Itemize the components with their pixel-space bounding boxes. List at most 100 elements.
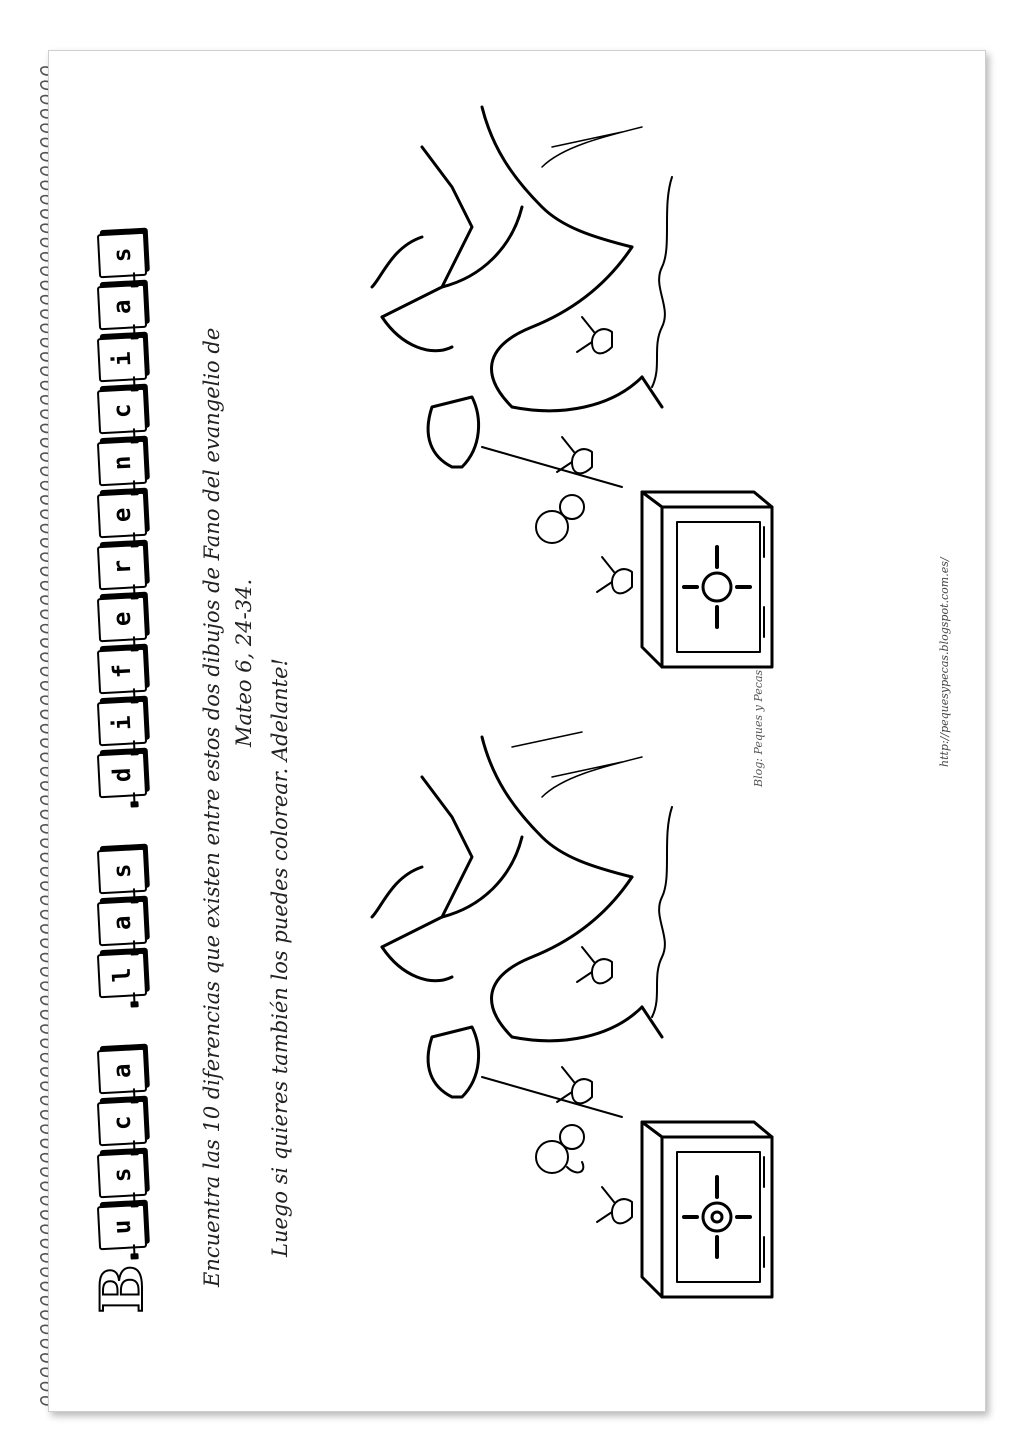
spiral-loop bbox=[39, 995, 48, 1006]
pin-icon bbox=[132, 1088, 136, 1101]
spiral-loop bbox=[39, 1396, 48, 1406]
pin-icon bbox=[132, 584, 136, 597]
spiral-loop bbox=[39, 1052, 48, 1063]
spiral-loop bbox=[39, 595, 48, 605]
spiral-loop bbox=[39, 194, 48, 205]
spiral-loop bbox=[39, 652, 48, 662]
pin-icon bbox=[132, 428, 136, 441]
man-figure bbox=[370, 105, 664, 488]
spiral-loop bbox=[39, 1195, 48, 1206]
spiral-loop bbox=[39, 1381, 48, 1392]
spiral-loop bbox=[39, 94, 48, 105]
title-letter-tile: c bbox=[96, 1099, 148, 1153]
safe-icon bbox=[640, 490, 774, 669]
pin-icon bbox=[132, 532, 136, 545]
spiral-loop bbox=[39, 552, 48, 562]
bird-icon bbox=[556, 436, 593, 475]
title-letter-tile: e bbox=[96, 491, 148, 545]
spiral-loop bbox=[39, 395, 48, 405]
blog-credit: Blog: Peques y Pecas bbox=[752, 669, 765, 787]
spiral-loop bbox=[39, 80, 48, 90]
spiral-loop bbox=[39, 709, 48, 720]
spiral-loop bbox=[39, 766, 48, 777]
spiral-loop bbox=[39, 409, 48, 419]
title-letter-tile: a bbox=[96, 899, 148, 953]
title-letter-tile: i bbox=[96, 335, 148, 389]
pin-icon bbox=[132, 940, 136, 953]
spiral-loop bbox=[39, 1353, 48, 1363]
spiral-loop bbox=[39, 580, 48, 591]
instruction-line-2: Mateo 6, 24-34. bbox=[232, 578, 256, 747]
cherub-icon bbox=[535, 494, 585, 544]
spiral-loop bbox=[39, 781, 48, 791]
spiral-loop bbox=[39, 566, 48, 577]
spiral-loop bbox=[39, 480, 48, 491]
blog-url: http://pequesypecas.blogspot.com.es/ bbox=[938, 557, 951, 767]
spiral-loop bbox=[39, 109, 48, 119]
title-letter-tile: l bbox=[96, 951, 148, 1005]
spiral-loop bbox=[39, 1310, 48, 1320]
spiral-loop bbox=[39, 866, 48, 877]
spiral-loop bbox=[39, 1081, 48, 1091]
pin-icon bbox=[132, 1244, 136, 1257]
drawing-b-art bbox=[370, 105, 774, 669]
bird-icon bbox=[596, 556, 633, 595]
spiral-loop bbox=[39, 1067, 48, 1077]
spiral-loop bbox=[39, 723, 48, 734]
pin-icon bbox=[132, 792, 136, 805]
spiral-loop bbox=[39, 423, 48, 434]
worksheet-page bbox=[48, 50, 986, 1412]
spiral-loop bbox=[39, 280, 48, 291]
spiral-loop bbox=[39, 309, 48, 319]
spiral-loop bbox=[39, 1138, 48, 1149]
spiral-loop bbox=[39, 938, 48, 948]
pin-icon bbox=[132, 324, 136, 337]
bird-icon bbox=[576, 316, 613, 355]
spiral-loop bbox=[39, 1281, 48, 1292]
spiral-loop bbox=[39, 1095, 48, 1106]
drawing-a-art bbox=[370, 731, 774, 1299]
pin-icon bbox=[132, 688, 136, 701]
spiral-loop bbox=[39, 538, 48, 548]
spiral-loop bbox=[39, 123, 48, 133]
spiral-loop bbox=[39, 252, 48, 262]
spiral-loop bbox=[39, 509, 48, 519]
spiral-loop bbox=[39, 1253, 48, 1263]
title-letter-tile: u bbox=[96, 1203, 148, 1257]
drawing-b bbox=[362, 87, 782, 707]
spiral-loop bbox=[39, 809, 48, 820]
spiral-loop bbox=[39, 266, 48, 276]
title-letter-tile: c bbox=[96, 387, 148, 441]
man-figure bbox=[370, 735, 664, 1118]
bird-icon bbox=[596, 1186, 633, 1225]
spiral-loop bbox=[39, 1009, 48, 1020]
pin-icon bbox=[132, 480, 136, 493]
spiral-loop bbox=[39, 909, 48, 920]
title-letter-tile: d bbox=[96, 751, 148, 805]
spiral-loop bbox=[39, 981, 48, 991]
spiral-loop bbox=[39, 1295, 48, 1306]
spiral-loop bbox=[39, 366, 48, 376]
spiral-loop bbox=[39, 967, 48, 977]
spiral-loop bbox=[39, 66, 48, 76]
spiral-loop bbox=[39, 1224, 48, 1234]
spiral-loop bbox=[39, 237, 48, 248]
spiral-loop bbox=[39, 1210, 48, 1220]
spiral-loop bbox=[39, 337, 48, 348]
spiral-loop bbox=[39, 1238, 48, 1249]
pin-icon bbox=[132, 636, 136, 649]
title-first-letter: B bbox=[87, 1263, 157, 1314]
spiral-loop bbox=[39, 294, 48, 305]
spiral-loop bbox=[39, 952, 48, 963]
spiral-loop bbox=[39, 1167, 48, 1177]
spiral-loop bbox=[39, 895, 48, 906]
spiral-loop bbox=[39, 323, 48, 334]
spiral-loop bbox=[39, 609, 48, 620]
spiral-loop bbox=[39, 752, 48, 763]
pin-icon bbox=[132, 992, 136, 1005]
spiral-loop bbox=[39, 795, 48, 805]
spiral-loop bbox=[39, 151, 48, 162]
title-letter-tile: r bbox=[96, 543, 148, 597]
spiral-loop bbox=[39, 623, 48, 634]
pin-icon bbox=[132, 740, 136, 753]
